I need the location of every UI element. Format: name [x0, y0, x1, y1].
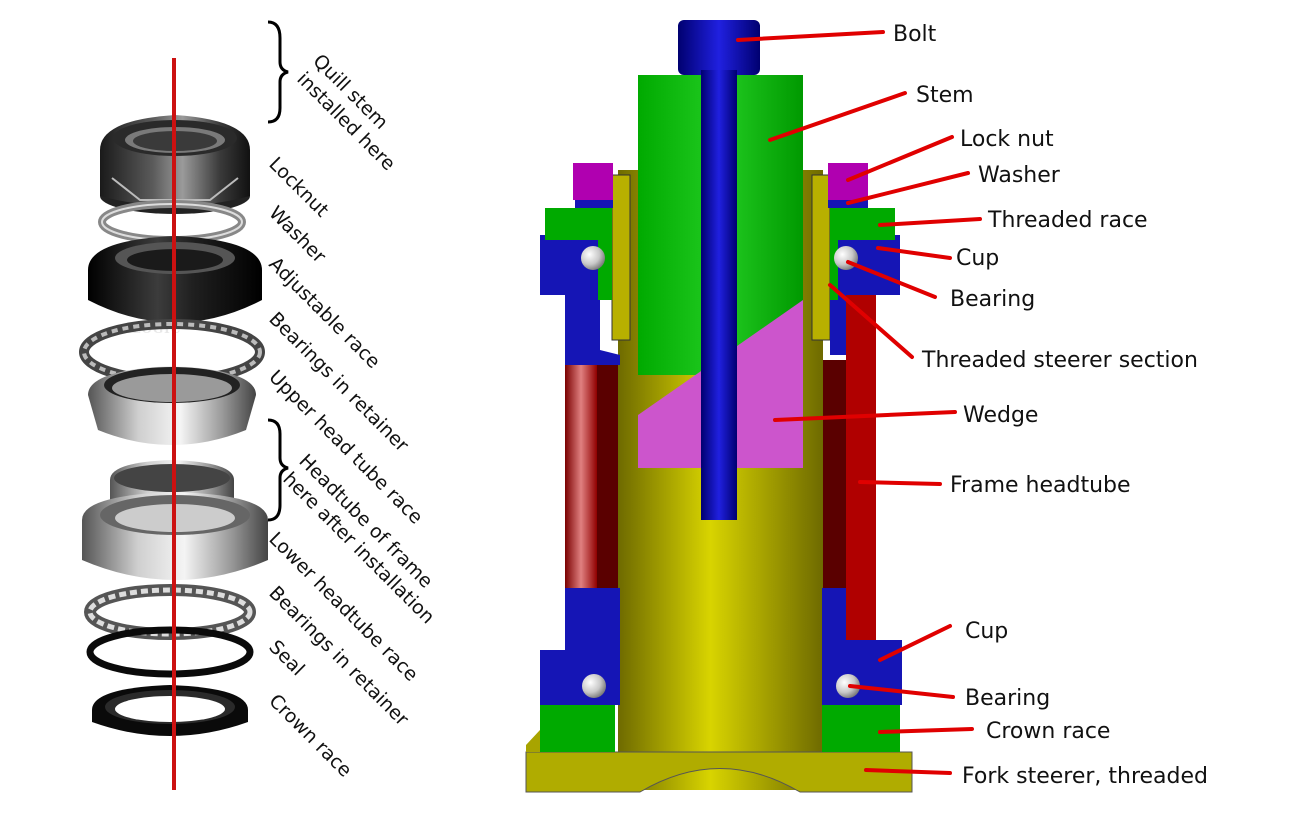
seal-part: [86, 626, 254, 678]
label-threaded-steerer: Threaded steerer section: [921, 348, 1198, 373]
left-labels: Quill stem installed here Locknut Washer…: [264, 50, 438, 782]
threaded-race-left: [545, 208, 612, 300]
crown-race-part: [92, 685, 248, 736]
label-crown-race-right: Crown race: [986, 719, 1110, 744]
label-cup-lower: Cup: [965, 619, 1008, 644]
label-lock-nut: Lock nut: [960, 127, 1054, 152]
label-crown-race: Crown race: [264, 690, 356, 782]
label-wedge: Wedge: [963, 403, 1038, 428]
quill-stem-brace: [267, 20, 289, 124]
lower-cup-left: [540, 588, 620, 705]
bolt-head: [678, 20, 760, 75]
bearing-ball-lower-left: [582, 674, 606, 698]
frame-headtube-right: [846, 295, 876, 640]
cross-section: [525, 20, 913, 793]
lock-nut-left: [573, 163, 613, 200]
label-washer-right: Washer: [978, 163, 1061, 188]
crown-race-left: [540, 705, 615, 752]
headtube-brace: [267, 418, 289, 522]
crown-race-right: [822, 705, 900, 752]
label-threaded-race: Threaded race: [987, 208, 1148, 233]
label-bearing-lower: Bearing: [965, 686, 1050, 711]
threaded-race-right: [830, 208, 895, 300]
bolt-shaft: [701, 70, 737, 520]
leader-lines: [736, 30, 982, 775]
label-bearing-upper: Bearing: [950, 287, 1035, 312]
label-seal: Seal: [264, 636, 308, 680]
label-fork-steerer: Fork steerer, threaded: [962, 764, 1208, 789]
label-frame-headtube: Frame headtube: [950, 473, 1131, 498]
bearing-ball-upper-left: [581, 246, 605, 270]
label-bolt: Bolt: [893, 22, 937, 47]
bearing-retainer-lower-part: [84, 584, 256, 640]
right-labels: Bolt Stem Lock nut Washer Threaded race …: [893, 22, 1208, 789]
label-cup-upper: Cup: [956, 246, 999, 271]
exploded-photo: LOGIC ™: [79, 58, 268, 790]
washer-left: [575, 200, 613, 208]
fork-steerer-base: [525, 751, 913, 793]
label-stem: Stem: [916, 83, 974, 108]
